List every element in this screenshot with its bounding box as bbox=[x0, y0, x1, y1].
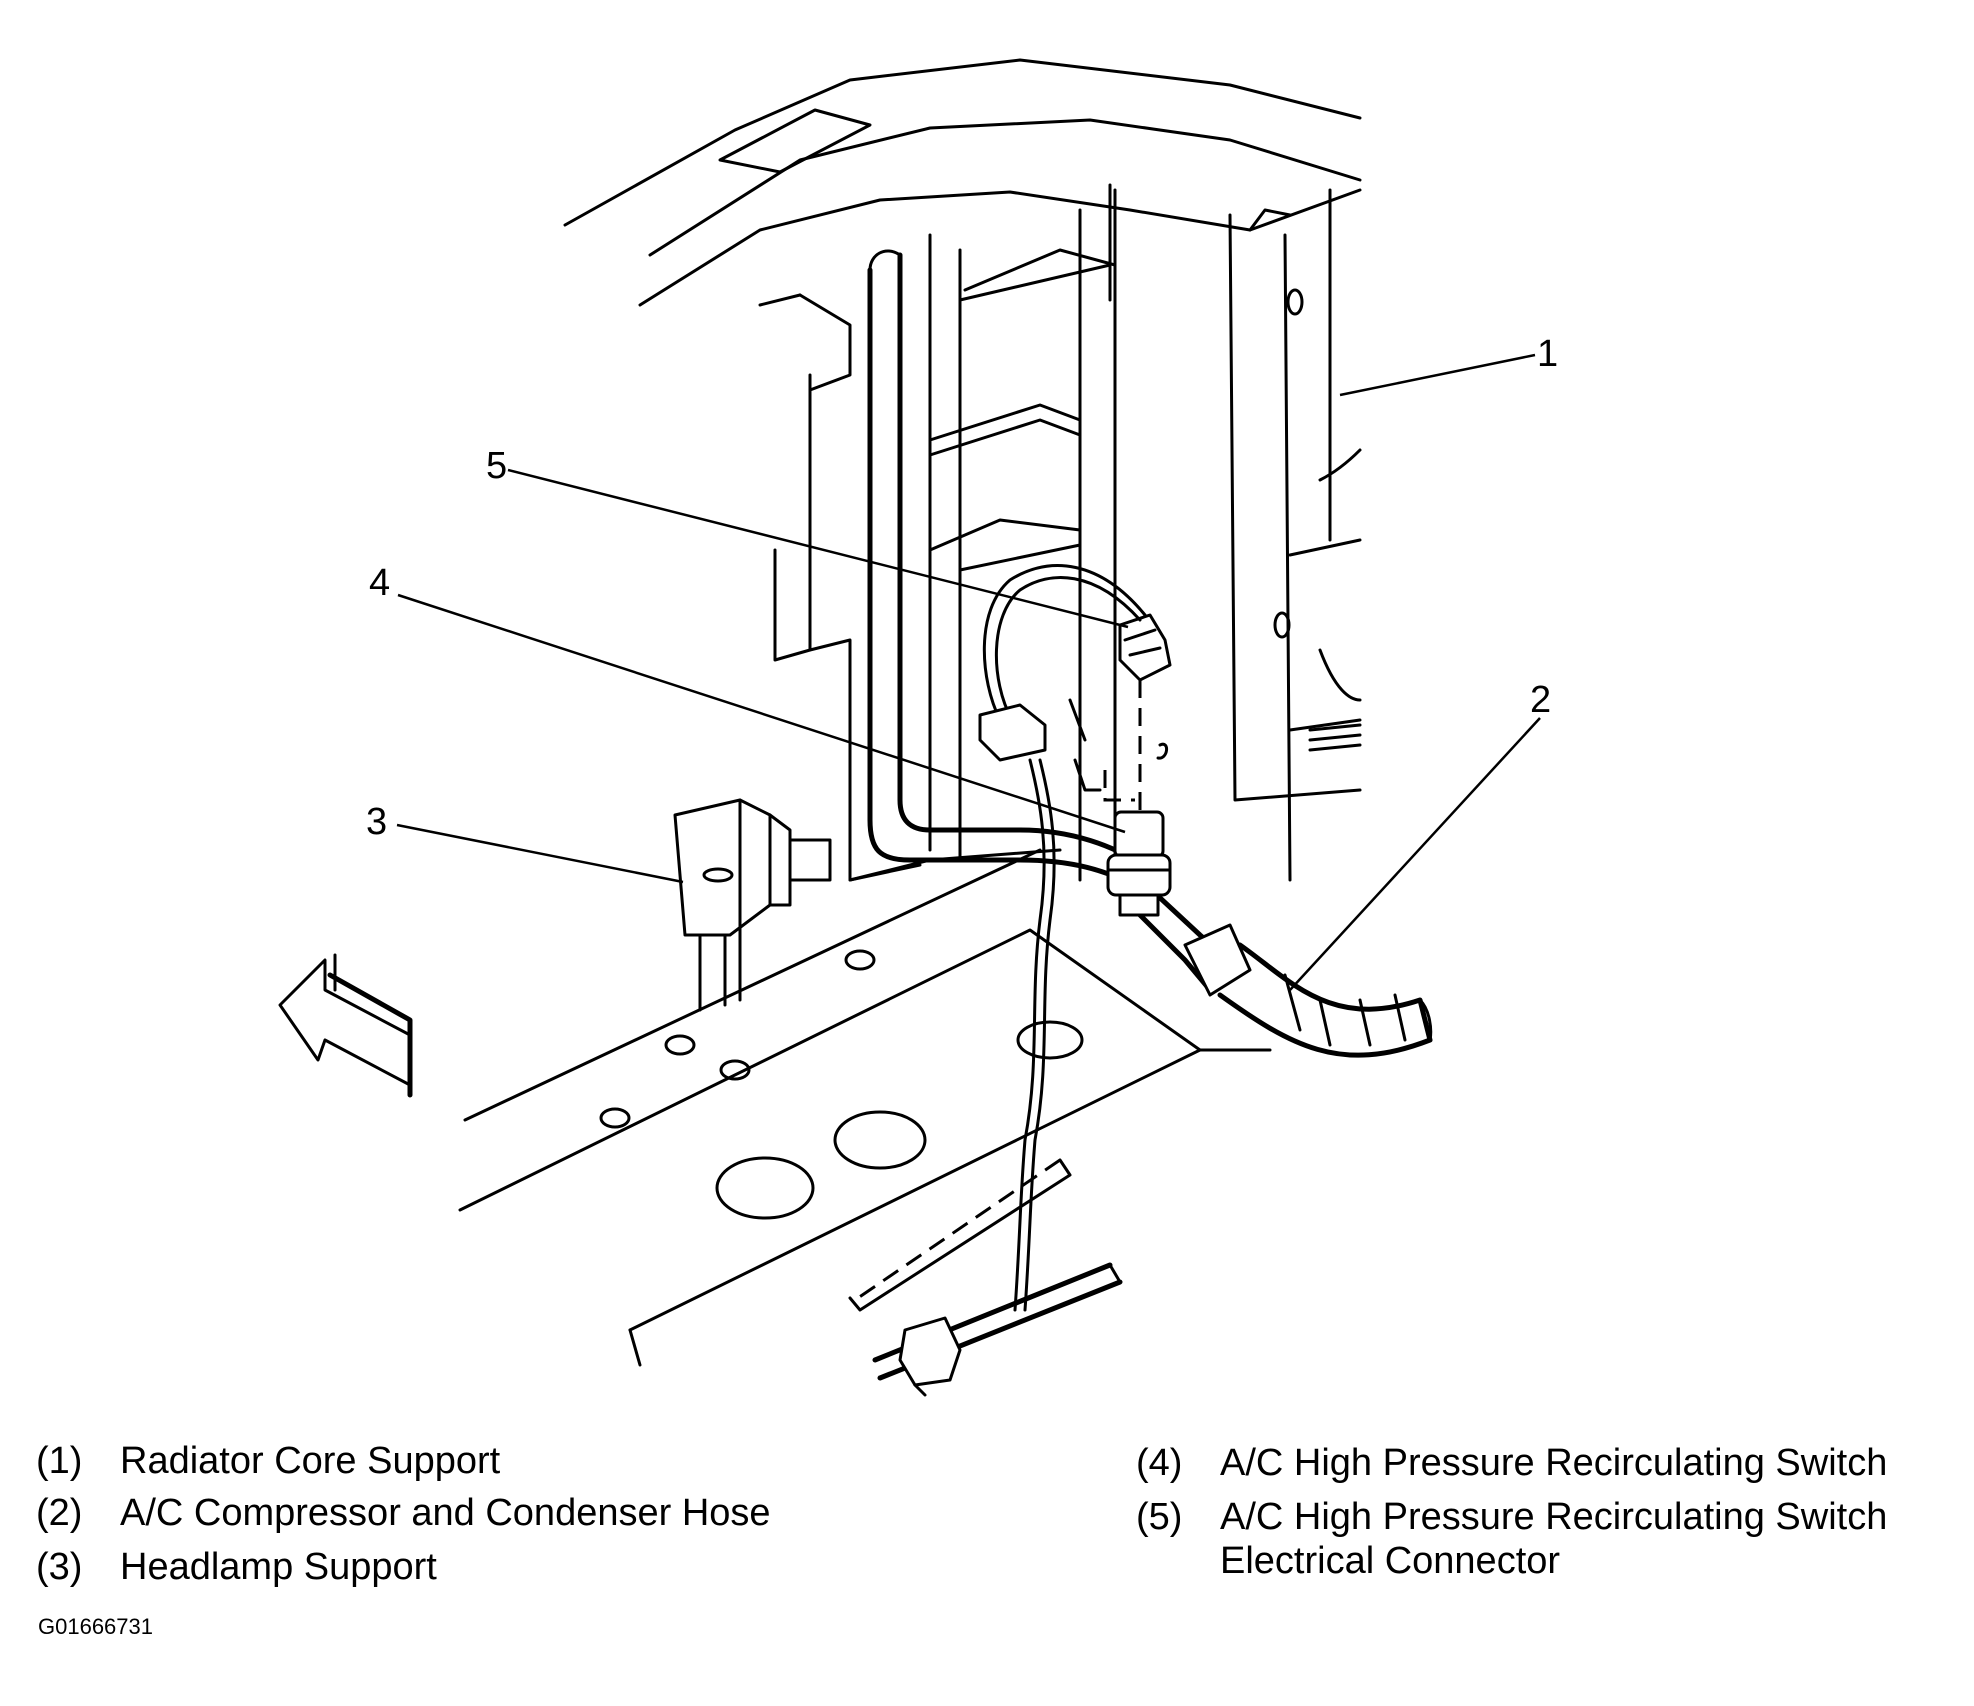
legend-number: (4) bbox=[1136, 1442, 1183, 1484]
legend-label: A/C High Pressure Recirculating Switch bbox=[1220, 1442, 1888, 1484]
legend-label: A/C High Pressure Recirculating Switch bbox=[1220, 1496, 1888, 1538]
legend-number: (1) bbox=[36, 1440, 83, 1482]
upper-crossmember bbox=[563, 58, 1362, 307]
radiator-core-support bbox=[1108, 183, 1362, 882]
legend-item-5: (5) A/C High Pressure Recirculating Swit… bbox=[1136, 1496, 1956, 1586]
headlamp-support bbox=[673, 798, 832, 1012]
lower-support-panel bbox=[458, 848, 1272, 1367]
legend-label: Headlamp Support bbox=[120, 1546, 437, 1588]
callout-number-2: 2 bbox=[1530, 679, 1551, 721]
callout-number-4: 4 bbox=[369, 562, 390, 604]
callout-number-1: 1 bbox=[1537, 333, 1558, 375]
legend-number: (5) bbox=[1136, 1496, 1183, 1538]
callout-leaders bbox=[396, 353, 1541, 991]
legend-label: Radiator Core Support bbox=[120, 1440, 501, 1482]
figure-id: G01666731 bbox=[38, 1614, 153, 1639]
legend-label: A/C Compressor and Condenser Hose bbox=[120, 1492, 771, 1534]
legend-label-line2: Electrical Connector bbox=[1220, 1540, 1561, 1582]
ac-compressor-condenser-hose bbox=[1122, 867, 1433, 1058]
legend-number: (2) bbox=[36, 1492, 83, 1534]
direction-arrow-icon bbox=[278, 953, 413, 1098]
component-location-diagram: 1 2 3 4 5 bbox=[278, 58, 1558, 1397]
legend-number: (3) bbox=[36, 1546, 83, 1588]
electrical-connector bbox=[978, 564, 1172, 1312]
harness-clip bbox=[848, 1158, 1123, 1397]
radiator-tank bbox=[758, 188, 1117, 882]
callout-number-3: 3 bbox=[366, 801, 387, 843]
callout-number-5: 5 bbox=[486, 445, 507, 487]
pressure-switch bbox=[1106, 810, 1172, 917]
